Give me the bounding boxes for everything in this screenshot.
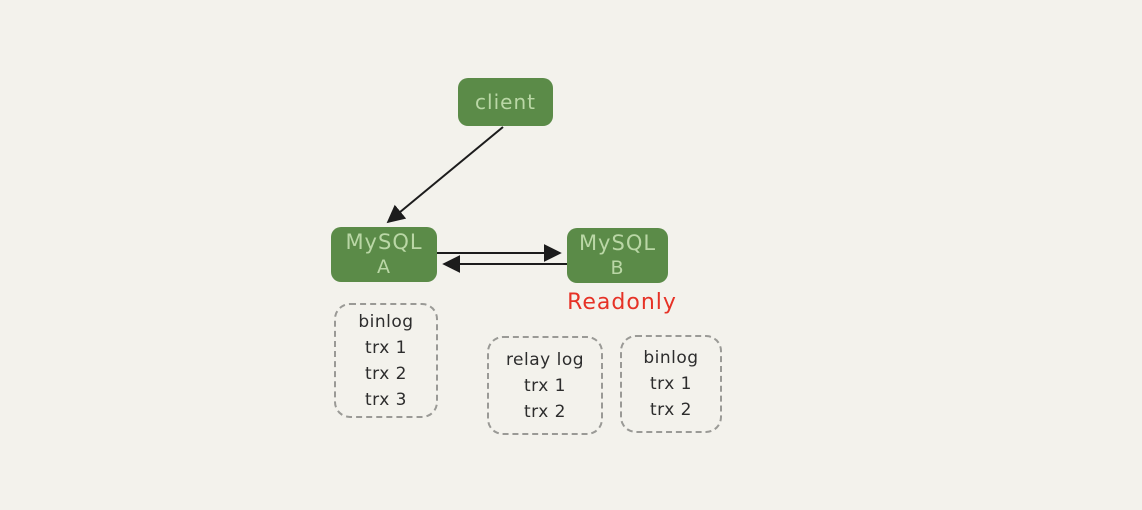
node-mysql-a-name: MySQL <box>345 230 423 254</box>
logbox-binlog-b: binlog trx 1 trx 2 <box>620 335 722 433</box>
log-entry: trx 3 <box>365 389 407 410</box>
log-entry: trx 1 <box>365 337 407 358</box>
readonly-annotation: Readonly <box>567 290 677 315</box>
node-mysql-b-name: MySQL <box>578 231 657 255</box>
node-client: client <box>458 78 553 126</box>
log-entry: trx 2 <box>365 363 407 384</box>
node-mysql-a: MySQL A <box>331 227 437 282</box>
logbox-binlog-a-title: binlog <box>358 311 414 332</box>
logbox-relay-log-b-title: relay log <box>505 349 585 370</box>
node-client-label: client <box>475 90 536 114</box>
logbox-binlog-a: binlog trx 1 trx 2 trx 3 <box>334 303 438 418</box>
edge-client-to-mysql-a <box>386 126 504 224</box>
node-mysql-b: MySQL B <box>567 228 668 283</box>
log-entry: trx 2 <box>524 401 566 422</box>
log-entry: trx 2 <box>650 400 692 420</box>
logbox-binlog-b-title: binlog <box>643 348 699 368</box>
log-entry: trx 1 <box>524 375 566 396</box>
log-entry: trx 1 <box>650 374 692 394</box>
node-mysql-a-suffix: A <box>377 256 391 278</box>
logbox-relay-log-b: relay log trx 1 trx 2 <box>487 336 603 435</box>
node-mysql-b-suffix: B <box>610 257 625 279</box>
